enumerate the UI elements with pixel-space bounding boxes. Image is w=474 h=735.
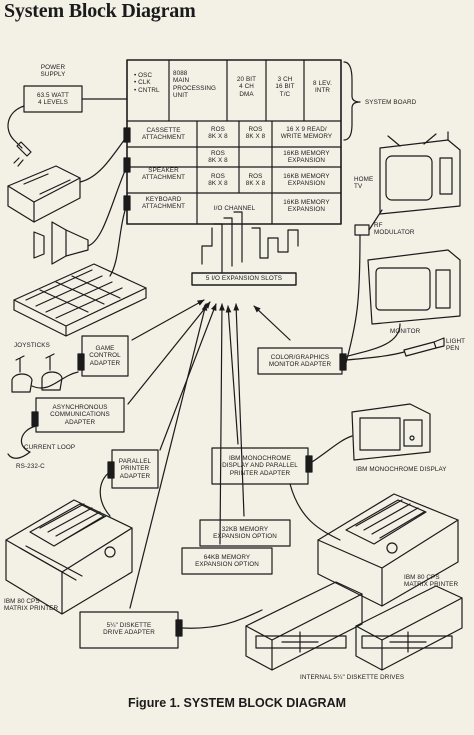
cassette-recorder-icon	[7, 135, 128, 223]
timer-counter-cell: 3 CH 16 BIT T/C	[275, 76, 295, 98]
matrix-printer-right-icon	[317, 493, 459, 607]
rf-modulator-label: RF MODULATOR	[374, 222, 415, 237]
monitor-label: MONITOR	[390, 328, 421, 335]
light-pen-icon	[345, 337, 445, 361]
diskette-drive-adapter	[79, 303, 263, 649]
cassette-attachment-cell: CASSETTE ATTACHMENT	[141, 127, 186, 142]
game-control-adapter	[77, 299, 205, 377]
expansion-slots-label: 5 I/O EXPANSION SLOTS	[205, 275, 283, 282]
home-tv-label: HOME TV	[354, 176, 374, 191]
ros-cell-3: ROS 8K x 8	[208, 150, 228, 165]
figure-caption: Figure 1. SYSTEM BLOCK DIAGRAM	[127, 696, 347, 710]
speaker-icon	[33, 165, 128, 265]
system-board-label: SYSTEM BOARD	[365, 99, 417, 106]
power-supply-label: POWER SUPPLY	[40, 64, 66, 79]
diskette-drives-label: INTERNAL 5¼" DISKETTE DRIVES	[300, 674, 405, 681]
cpu-cell: 8088 MAIN PROCESSING UNIT	[173, 70, 216, 100]
system-board	[123, 59, 361, 225]
monochrome-display-adapter	[211, 305, 353, 541]
memory-expansion-cell-2: 16KB MEMORY EXPANSION	[283, 173, 330, 188]
read-write-memory-cell: 16 x 9 READ/ WRITE MEMORY	[280, 126, 333, 141]
monochrome-display-icon	[351, 403, 431, 461]
power-supply	[7, 85, 128, 167]
async-communications-adapter	[7, 301, 211, 459]
current-loop-label: CURRENT LOOP	[24, 444, 76, 451]
memory-expansion-options	[181, 303, 291, 575]
memory-expansion-cell-1: 16KB MEMORY EXPANSION	[283, 150, 330, 165]
mono-adapter-label: IBM MONOCHROME DISPLAY AND PARALLEL PRIN…	[222, 455, 298, 477]
printer-right-label: IBM 80 CPS MATRIX PRINTER	[404, 574, 459, 589]
mono-display-label: IBM MONOCHROME DISPLAY	[356, 466, 447, 473]
ros-cell-2: ROS 8K x 8	[245, 126, 266, 141]
parallel-adapter-label: PARALLEL PRINTER ADAPTER	[118, 458, 152, 480]
keyboard-icon	[13, 203, 147, 337]
diskette-drive-right-icon	[355, 585, 463, 671]
diskette-adapter-label: 5¼" DISKETTE DRIVE ADAPTER	[103, 622, 155, 637]
keyboard-attachment-cell: KEYBOARD ATTACHMENT	[141, 196, 186, 211]
light-pen-label: LIGHT PEN	[446, 338, 466, 353]
dma-cell: 20 BIT 4 CH DMA	[236, 76, 257, 98]
color-adapter-label: COLOR/GRAPHICS MONITOR ADAPTER	[268, 354, 332, 369]
joysticks-label: JOYSTICKS	[14, 342, 50, 349]
game-adapter-label: GAME CONTROL ADAPTER	[89, 345, 121, 367]
ros-cell-5: ROS 8K x 8	[245, 173, 266, 188]
expansion-slots	[191, 211, 299, 286]
ros-cell-4: ROS 8K x 8	[208, 173, 228, 188]
osc-clk-cntrl-cell: • OSC • CLK • CNTRL	[134, 72, 160, 94]
rs232-label: RS-232-C	[16, 463, 45, 470]
joystick-icon	[11, 353, 79, 393]
monitor-icon	[339, 249, 461, 359]
memory-expansion-cell-3: 16KB MEMORY EXPANSION	[283, 199, 330, 214]
async-adapter-label: ASYNCHRONOUS COMMUNICATIONS ADAPTER	[50, 404, 110, 426]
diskette-drive-left-icon	[245, 581, 363, 671]
io-channel-cell: I/O CHANNEL	[213, 205, 256, 212]
plug-icon	[13, 141, 32, 167]
power-supply-box: 63.5 WATT 4 LEVELS	[36, 92, 70, 107]
color-graphics-adapter	[253, 305, 347, 375]
printer-left-label: IBM 80 CPS MATRIX PRINTER	[4, 598, 59, 613]
matrix-printer-left-icon	[5, 499, 133, 615]
ros-cell-1: ROS 8K x 8	[208, 126, 228, 141]
mem64-label: 64KB MEMORY EXPANSION OPTION	[195, 554, 259, 569]
mem32-label: 32KB MEMORY EXPANSION OPTION	[213, 526, 277, 541]
home-tv-icon	[343, 131, 461, 371]
page-title: System Block Diagram	[4, 0, 196, 22]
speaker-attachment-cell: SPEAKER ATTACHMENT	[141, 167, 186, 182]
interrupt-cell: 8 LEV. INTR	[313, 80, 332, 95]
